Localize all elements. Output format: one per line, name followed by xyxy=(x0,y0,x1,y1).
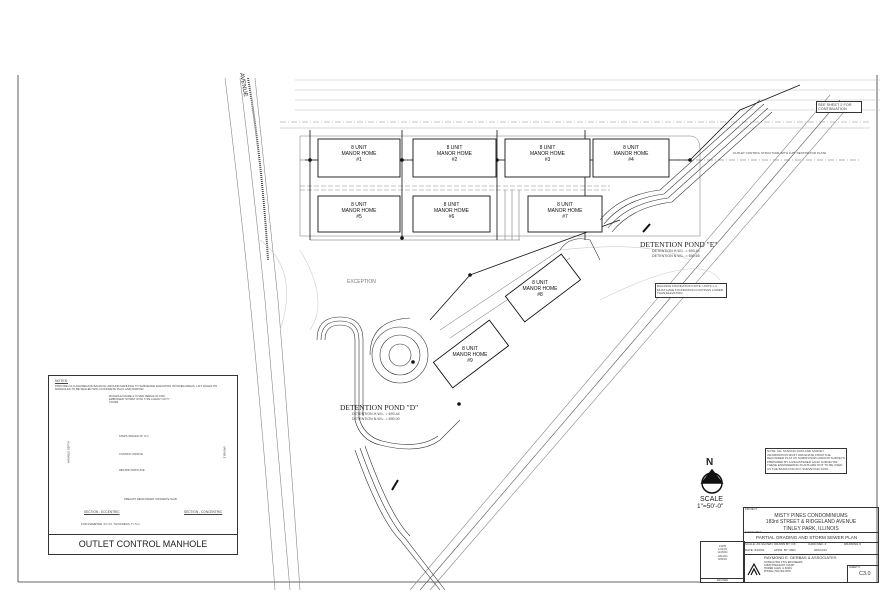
firm-box: RAYMOND E. DERBAS & ASSOCIATES CONSULTIN… xyxy=(744,554,878,582)
scale-value: 1"=50'-0" xyxy=(697,503,724,510)
manhole-detail-panel: NOTES: PROVIDE CA-6 AGGREGATE BACKFILL A… xyxy=(48,375,238,555)
detail-label: VARIABLE DEPTH xyxy=(67,441,71,464)
manhole-notes: PROVIDE CA-6 AGGREGATE BACKFILL AROUND M… xyxy=(55,384,218,392)
project-box: PROJECT: MISTY PINES CONDOMINIUMS 183rd … xyxy=(744,508,878,533)
manhole-notes-heading: NOTES: xyxy=(55,379,69,383)
firm-phone: PHONE (708) 301-0578 xyxy=(764,570,791,573)
pond-e-label: DETENTION POND "E" xyxy=(640,240,718,249)
sheet-title: PARTIAL GRADING AND STORM SEWER PLAN xyxy=(756,535,858,540)
drawn-by-field: DRAWN BY: DK xyxy=(774,542,796,546)
detail-label: RESTRICTOR PLATE xyxy=(119,469,145,472)
revision-block: 1/9/05 1/21/04 11/29/04 10/11/04 9/20/04… xyxy=(700,541,745,583)
pond-d-label: DETENTION POND "D" xyxy=(340,403,419,412)
section-eccentric-label: SECTION - ECCENTRIC xyxy=(84,510,120,514)
detention-pond-d-contours xyxy=(316,316,461,591)
title-block: PROJECT: MISTY PINES CONDOMINIUMS 183rd … xyxy=(743,507,879,583)
street-lines xyxy=(224,77,880,591)
sheet-info-grid: SCALE: AS SHOWN DRAWN BY: DK CADD REF. #… xyxy=(744,542,878,555)
detail-label: CONTROL ORIFICE xyxy=(119,453,143,456)
outfall-pipes xyxy=(391,223,651,491)
revision-date: 1/9/05 xyxy=(718,545,727,548)
revised-label: REVISED xyxy=(701,577,744,582)
scale-label: SCALE xyxy=(700,496,723,503)
project-city: TINLEY PARK, ILLINOIS xyxy=(783,525,839,532)
sheet-number: C3.0 xyxy=(859,571,871,577)
pond-d-nwl: DETENTION N.W.L. = 690.00 xyxy=(352,417,400,421)
revision-date: 9/20/04 xyxy=(718,557,727,561)
sheet-title-label: SHEET TITLE: xyxy=(745,531,763,534)
date-field: DATE: 5/10/04 xyxy=(745,548,765,552)
sheet-number-box: SHEET # C3.0 xyxy=(847,565,878,582)
sheet-title-box: SHEET TITLE: PARTIAL GRADING AND STORM S… xyxy=(744,531,878,543)
north-arrow-icon xyxy=(700,468,724,494)
detail-label: PRECAST REINFORCED CONCRETE SLAB xyxy=(124,498,177,501)
manhole-detail-title: OUTLET CONTROL MANHOLE xyxy=(49,534,237,554)
project-name: MISTY PINES CONDOMINIUMS xyxy=(774,513,848,519)
detail-label: VARIABLE xyxy=(222,446,226,459)
pond-e-nwl: DETENTION N.W.L. = 690.65 xyxy=(652,254,700,258)
building-outlines xyxy=(317,138,670,389)
continuation-note: SEE SHEET 2 FOR CONTINUATION xyxy=(816,101,862,113)
detail-label: STEPS SPACED 16" O.C. xyxy=(119,435,150,438)
survey-note: NOTE: ALL STAKING DATA AND SURVEY INFORM… xyxy=(765,448,847,474)
firm-logo-icon xyxy=(747,562,761,576)
cadd-ref-field: CADD REF. # xyxy=(808,542,827,546)
north-label: N xyxy=(706,457,714,468)
revision-date: 11/29/04 xyxy=(717,551,728,555)
pond-d-hwl: DETENTION H.W.L. = 693.44 xyxy=(352,412,400,416)
project-street: 183rd STREET & RIDGELAND AVENUE xyxy=(765,519,857,526)
scale-field: SCALE: AS SHOWN xyxy=(745,542,773,546)
firm-line: HOMER GLEN, IL 60491 xyxy=(764,567,792,570)
exception-label: EXCEPTION xyxy=(347,279,376,285)
approved-by-field: APPR. BY: RED xyxy=(774,548,796,552)
firm-line: 12845 PHEASANT COURT xyxy=(764,564,795,567)
project-label: PROJECT: xyxy=(745,508,758,511)
sheet-frame xyxy=(17,75,878,583)
pond-e-hwl: DETENTION H.W.L. = 693.44 xyxy=(652,249,700,253)
revision-date: 1/21/04 xyxy=(718,548,727,552)
frame-note: MANHOLE FRAME & COVER NEENAH R-1530, EMB… xyxy=(109,395,170,405)
cadd-value: 2003-044 xyxy=(814,548,827,552)
drawing-no-field: DRAWING # xyxy=(844,542,861,546)
detention-pond-e-contours xyxy=(559,99,773,261)
section-concentric-label: SECTION - CONCENTRIC xyxy=(184,510,223,514)
foundation-note: BUILDING FOUNDATION NOTE: UNITS 1-4 MUST… xyxy=(655,283,727,298)
outlet-structure-note: OUTLET CONTROL STRUCTURE WITH 3.25" REST… xyxy=(733,151,827,155)
sheet-label: SHEET # xyxy=(849,566,860,569)
revision-date: 10/11/04 xyxy=(717,554,728,558)
manhole-dimensions: FOR DIAMETER, D= 4 ft. THICKNESS, T= 5 i… xyxy=(81,522,141,526)
firm-name: RAYMOND E. DERBAS & ASSOCIATES xyxy=(764,555,837,560)
firm-line: CONSULTING CIVIL ENGINEERS xyxy=(764,561,803,564)
